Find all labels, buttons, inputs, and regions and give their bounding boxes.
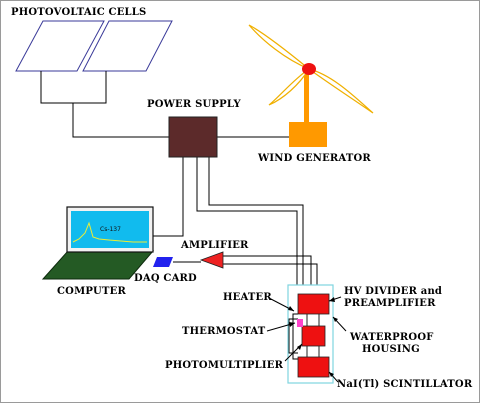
- label-wind-generator: WIND GENERATOR: [258, 153, 371, 164]
- wind-turbine-icon: [248, 24, 374, 147]
- arrowhead-thermostat: [289, 322, 295, 327]
- wire-amp-to-detector-a: [223, 255, 312, 285]
- solar-panel-right: [82, 20, 173, 72]
- amplifier-triangle-icon: [199, 251, 224, 269]
- label-hv-divider-line2: PREAMPLIFIER: [344, 298, 436, 309]
- daq-card-icon: [153, 257, 173, 267]
- arrowhead-heater: [288, 306, 294, 311]
- label-power-supply: POWER SUPPLY: [147, 99, 241, 110]
- wind-blade-left: [268, 68, 310, 106]
- label-waterproof-line1: WATERPROOF: [350, 332, 434, 343]
- arrowhead-hv-divider: [329, 297, 335, 302]
- detector-assembly: [287, 284, 334, 384]
- arrow-heads: [288, 297, 338, 377]
- wiring: [40, 71, 318, 360]
- wire-panels-bracket: [40, 71, 107, 104]
- solar-panel-left: [15, 20, 105, 72]
- hv-divider-block: [297, 293, 330, 315]
- wind-blade-right: [308, 68, 374, 114]
- wire-amp-to-detector-b: [223, 263, 318, 285]
- scintillator-block: [297, 356, 330, 378]
- solar-panel-icon: [15, 20, 173, 72]
- label-waterproof-line2: HOUSING: [362, 344, 420, 355]
- arrowhead-photomultiplier: [297, 344, 302, 350]
- wind-blade-upper: [248, 24, 310, 70]
- label-computer: COMPUTER: [57, 286, 126, 297]
- waterproof-housing: [287, 284, 334, 384]
- photomultiplier-block: [301, 325, 326, 347]
- label-heater: HEATER: [223, 292, 272, 303]
- label-photomultiplier: PHOTOMULTIPLIER: [165, 360, 284, 371]
- label-thermostat: THERMOSTAT: [182, 326, 266, 337]
- label-scintillator: NaI(Tl) SCINTILLATOR: [337, 379, 473, 390]
- label-photovoltaic-cells: PHOTOVOLTAIC CELLS: [11, 7, 147, 18]
- label-hv-divider-line1: HV DIVIDER and: [344, 286, 443, 297]
- label-amplifier: AMPLIFIER: [181, 240, 249, 251]
- label-daq-card: DAQ CARD: [134, 273, 197, 284]
- wind-turbine-mast: [304, 71, 309, 123]
- arrowhead-scintillator: [329, 372, 334, 377]
- screen-isotope-label: Cs-137: [100, 226, 121, 233]
- wire-panels-to-power: [72, 103, 169, 138]
- wind-generator-base: [289, 122, 327, 147]
- wire-power-to-detector-b: [208, 157, 304, 285]
- wind-turbine-hub: [302, 63, 316, 75]
- wire-power-to-detector-a: [196, 157, 298, 285]
- wire-heater-loop-a: [292, 313, 298, 360]
- thermostat-block: [297, 319, 303, 327]
- power-supply-icon: [168, 116, 218, 158]
- spectrum-trace: [72, 221, 147, 243]
- arrowhead-housing: [333, 317, 338, 322]
- wire-power-to-computer: [153, 157, 184, 237]
- laptop-icon: [41, 206, 155, 280]
